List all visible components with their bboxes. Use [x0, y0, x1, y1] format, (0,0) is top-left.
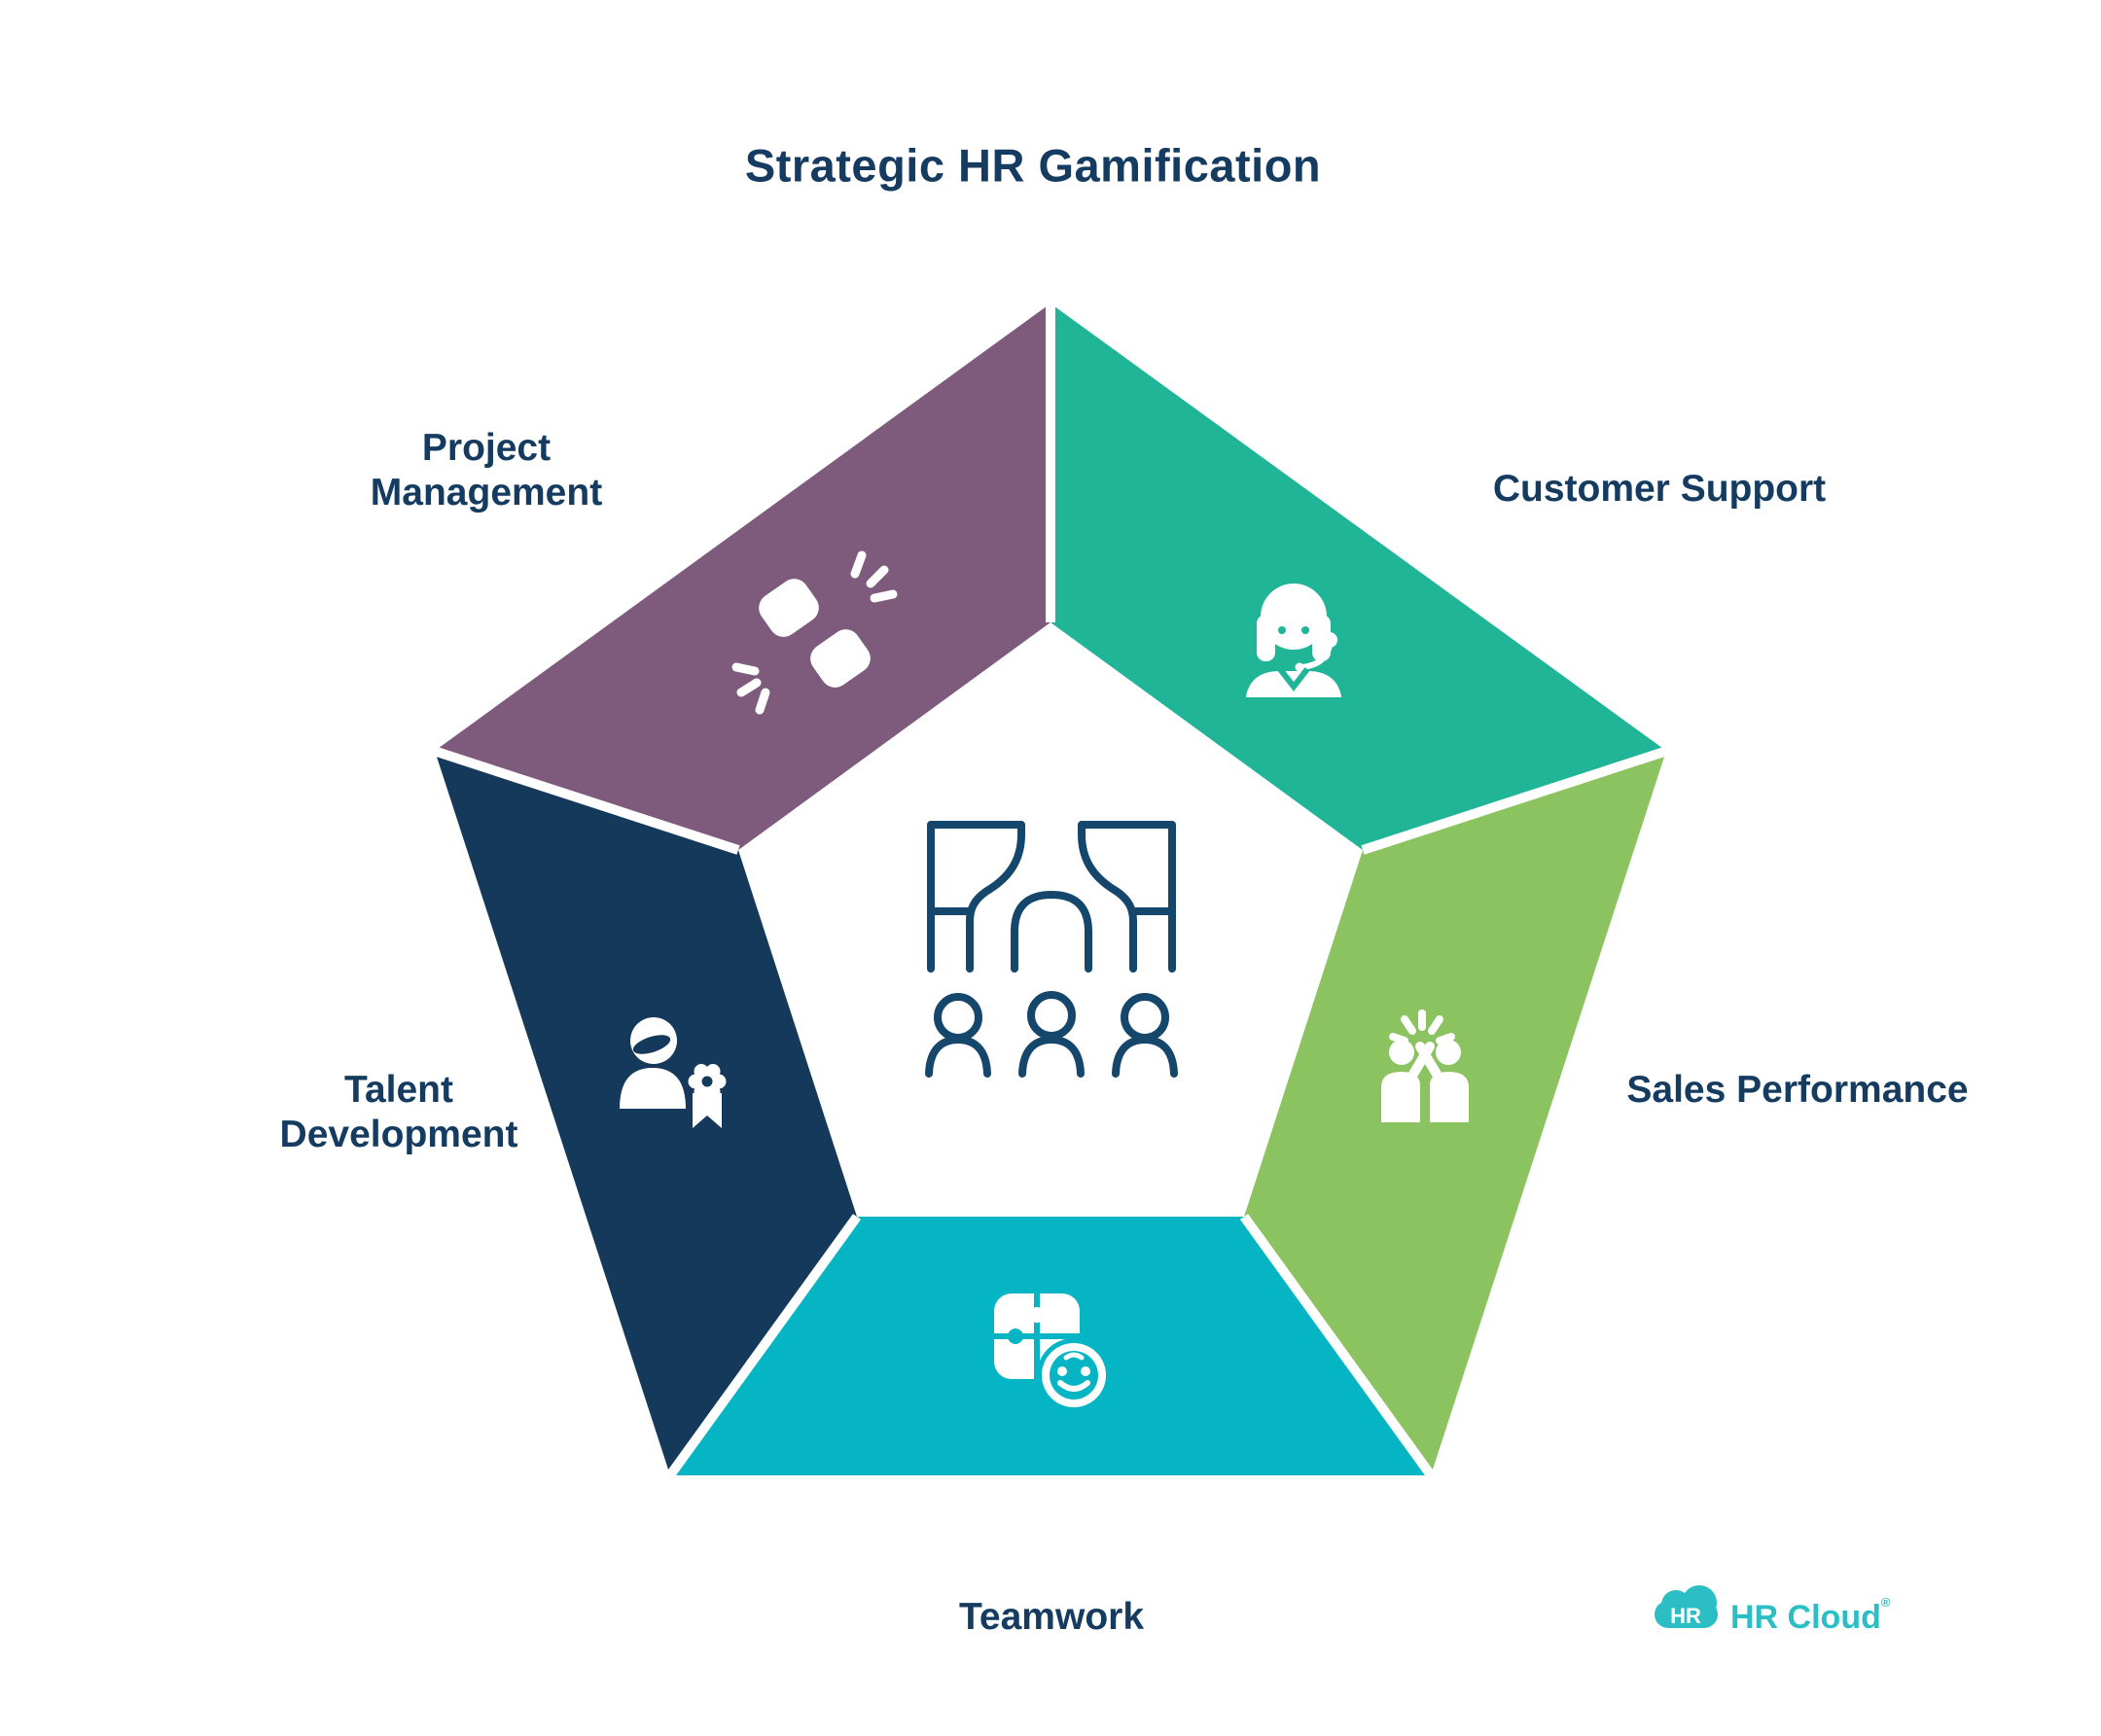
label-line: Development [279, 1114, 518, 1155]
page-title: Strategic HR Gamification [744, 139, 1322, 192]
label-line: Customer Support [1492, 468, 1827, 510]
person-award-badge-icon [620, 1017, 727, 1128]
segment-separators [390, 259, 1711, 1517]
puzzle-notch [1008, 1329, 1023, 1344]
audience-meeting-icon [925, 821, 1178, 1078]
segment-talent-development [435, 751, 857, 1475]
segment-project-management [435, 303, 1050, 850]
fist-bump-icon [731, 550, 898, 715]
hr-cloud-logo: HR [1655, 1585, 1718, 1628]
label-line: Sales Performance [1626, 1069, 1969, 1111]
rosette-hole [701, 1076, 713, 1087]
brand-name: HR Cloud [1730, 1599, 1881, 1636]
trademark-symbol: ® [1880, 1595, 1891, 1610]
label-customer-support: Customer Support [1493, 467, 1826, 512]
segment-customer-support [1050, 303, 1666, 850]
label-talent-development: Talent Development [280, 1068, 518, 1157]
agent-right-eye [1301, 626, 1309, 634]
label-sales-performance: Sales Performance [1626, 1068, 1968, 1113]
hr-cloud-brand-text: HR Cloud® [1730, 1595, 1890, 1637]
hair-swoosh [632, 1035, 671, 1054]
label-line: Teamwork [958, 1596, 1145, 1638]
agent-collar [1277, 667, 1310, 691]
pentagon-segments [435, 303, 1666, 1475]
teamwork-puzzle-icon [994, 1293, 1111, 1412]
label-line: Management [370, 472, 603, 514]
label-project-management: Project Management [371, 426, 602, 515]
cloud-icon [1655, 1585, 1718, 1628]
baby-face [1050, 1351, 1098, 1399]
agent-left-eye [1278, 626, 1286, 634]
label-line: Talent [344, 1069, 453, 1111]
label-line: Project [421, 427, 552, 469]
customer-support-agent-icon [1246, 584, 1341, 697]
high-five-icon [1381, 1010, 1469, 1122]
label-teamwork: Teamwork [959, 1595, 1144, 1640]
cloud-badge-text: HR [1670, 1604, 1701, 1628]
